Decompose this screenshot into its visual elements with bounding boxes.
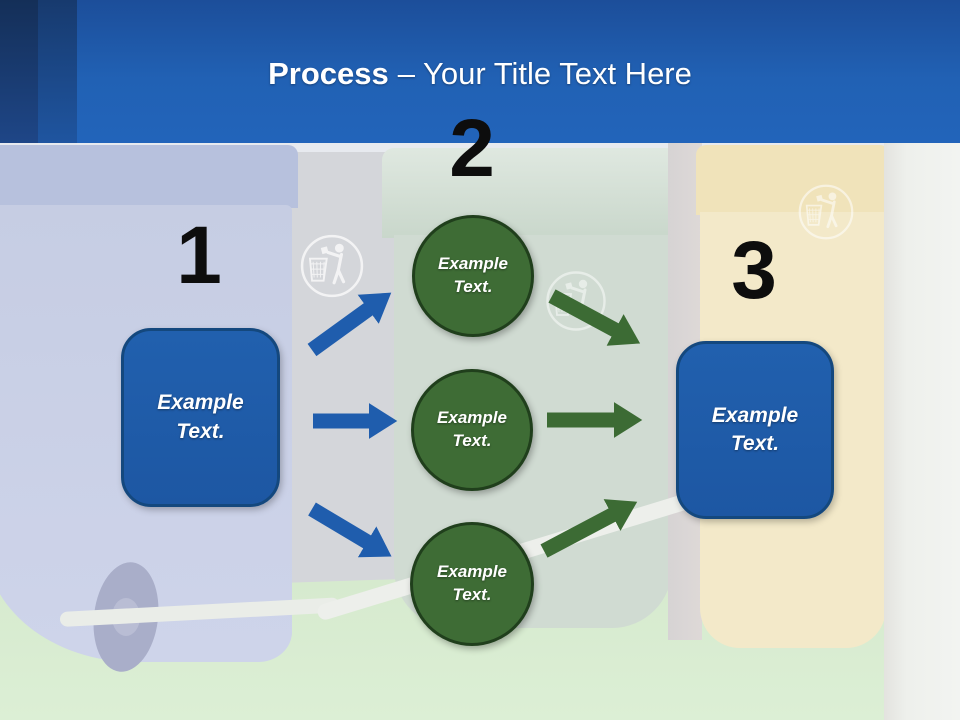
photo-white-wall [884,143,960,720]
header-accent-strip-medium [38,0,77,143]
step-1-box-label: Example Text. [157,391,244,443]
step-2-circle-bottom-label: Example Text. [437,562,507,604]
photo-blue-bin-lid [0,145,298,208]
slide-title-rest: – Your Title Text Here [397,56,692,91]
blue-arrow-up-icon [307,292,392,357]
step-3-box: Example Text. [676,341,834,519]
step-1-box: Example Text. [121,328,280,507]
photo-yellow-bin-lid [696,145,890,215]
step-2-circle-top: Example Text. [412,215,534,337]
slide-title: Process– Your Title Text Here [0,54,960,94]
step-3-number: 3 [731,225,777,316]
step-2-circle-middle-label: Example Text. [437,408,507,450]
step-1-number: 1 [176,210,222,301]
photo-green-bin-lid [382,148,678,238]
slide-title-bold: Process [268,56,389,91]
step-3-box-label: Example Text. [711,403,799,455]
step-2-circle-bottom: Example Text. [410,522,534,646]
blue-arrow-down-icon [308,502,392,558]
recycle-icon [300,234,364,298]
step-2-circle-middle: Example Text. [411,369,533,491]
step-2-number: 2 [449,103,495,194]
header-accent-strip-dark [0,0,38,143]
step-2-circle-top-label: Example Text. [438,254,508,296]
header-bar [0,0,960,143]
photo-top-strip [0,143,960,152]
